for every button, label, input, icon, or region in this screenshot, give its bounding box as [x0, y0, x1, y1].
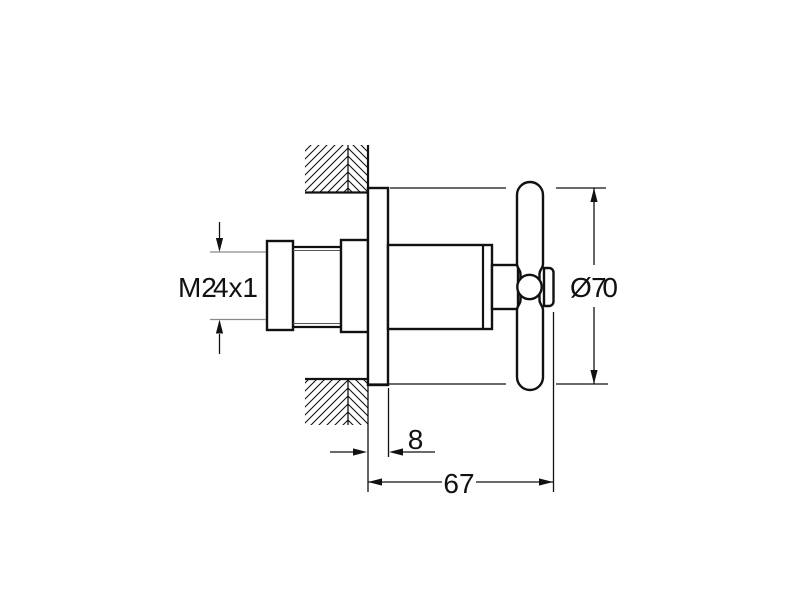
valve-trim	[386, 243, 520, 331]
depth-dimension-label: 67	[443, 468, 474, 499]
masonry-hatch	[305, 379, 348, 425]
valve-connection	[265, 238, 370, 334]
plaster-hatch	[348, 145, 368, 193]
dimension-diameter-extensions	[368, 187, 608, 385]
handle-screw	[516, 273, 543, 301]
arrowhead-right	[353, 448, 367, 456]
dimension-plate-thickness: 8	[330, 388, 435, 457]
arrowhead-down	[590, 370, 598, 384]
cross-handle	[515, 180, 555, 392]
wall-section-top	[305, 145, 368, 194]
arrowhead-left	[389, 448, 403, 456]
dimension-thread: M 24 x 1	[178, 222, 266, 354]
wall-section-bottom	[305, 377, 368, 425]
diameter-dimension-label: Ø 70	[570, 272, 618, 303]
valve-collar	[339, 238, 370, 334]
arrowhead-down	[215, 238, 224, 252]
arrowhead-right	[539, 478, 553, 486]
arrowhead-left	[368, 478, 382, 486]
trim-sleeve	[386, 243, 494, 331]
arrowhead-up	[590, 188, 598, 202]
arrowhead-up	[215, 319, 224, 334]
escutcheon-plate	[366, 186, 390, 387]
spindle-cap	[265, 239, 295, 332]
hub-cap	[542, 266, 555, 308]
handle-hub	[490, 263, 520, 311]
masonry-hatch	[305, 145, 348, 193]
thread-dimension-label: M 24 x 1	[178, 272, 258, 303]
dimension-depth: 67	[368, 312, 555, 499]
plate-thickness-label: 8	[408, 424, 424, 455]
plaster-hatch	[348, 379, 368, 425]
dimension-diameter: Ø 70	[570, 188, 618, 384]
